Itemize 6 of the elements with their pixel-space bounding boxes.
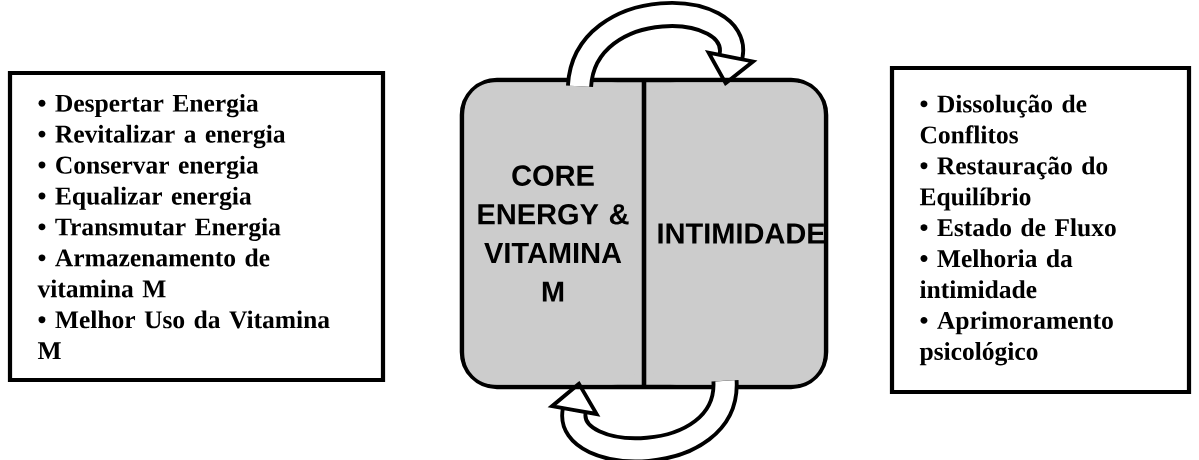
box-label: CORE ENERGY & VITAMINA M	[464, 82, 642, 385]
curved-arrow	[547, 379, 739, 460]
box-label: INTIMIDADE	[646, 82, 825, 385]
curved-arrow	[566, 1, 758, 89]
text-box: • Despertar Energia • Revitalizar a energia • Conservar energia • Equalizar energia • Transmutar Energia • Armazenamento de vitamina M • Melhor Uso da Vitamina M	[7, 70, 386, 383]
text-box: • Dissolução de Conflitos • Restauração do Equilíbrio • Estado de Fluxo • Melhoria da intimidade • Aprimoramento psicológico	[889, 65, 1192, 395]
